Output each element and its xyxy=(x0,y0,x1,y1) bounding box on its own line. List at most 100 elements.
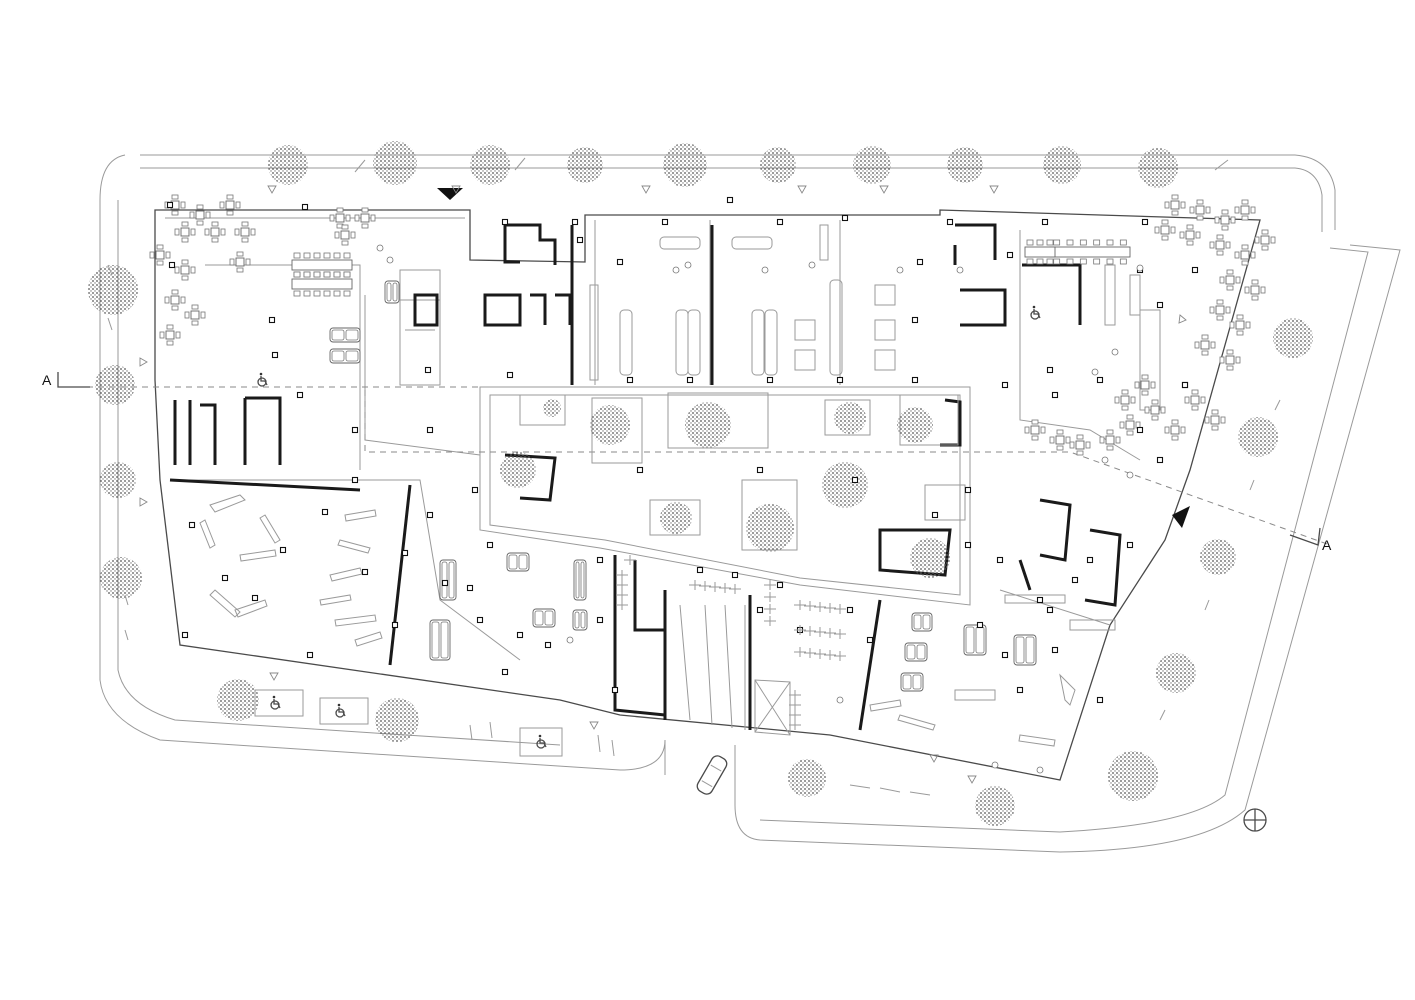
table-with-chairs xyxy=(1024,419,1046,441)
stool xyxy=(761,266,769,274)
walls xyxy=(169,223,1122,731)
booth xyxy=(911,612,933,632)
column xyxy=(911,316,919,324)
column xyxy=(964,541,972,549)
column xyxy=(996,556,1004,564)
table-with-chairs xyxy=(149,244,171,266)
column xyxy=(776,581,784,589)
column xyxy=(466,584,474,592)
table-with-chairs xyxy=(1164,419,1186,441)
table-with-chairs xyxy=(229,251,251,273)
column xyxy=(756,606,764,614)
booth xyxy=(1013,634,1037,666)
column xyxy=(271,351,279,359)
column xyxy=(501,668,509,676)
tree-icon xyxy=(975,786,1015,826)
column xyxy=(351,426,359,434)
column xyxy=(916,258,924,266)
column xyxy=(1051,646,1059,654)
booth xyxy=(572,609,588,631)
table-with-chairs xyxy=(1209,299,1231,321)
table-with-chairs xyxy=(189,204,211,226)
bicycle xyxy=(616,600,628,610)
column xyxy=(576,236,584,244)
tree-icon xyxy=(373,141,417,185)
table-with-chairs xyxy=(1244,279,1266,301)
table-with-chairs xyxy=(1114,389,1136,411)
column xyxy=(1126,541,1134,549)
column xyxy=(1096,696,1104,704)
table-with-chairs xyxy=(1219,349,1241,371)
column xyxy=(911,376,919,384)
bicycle xyxy=(789,700,801,710)
column xyxy=(726,196,734,204)
column xyxy=(1036,596,1044,604)
tree-icon xyxy=(685,402,731,448)
bicycle xyxy=(624,555,636,565)
column xyxy=(766,376,774,384)
booth xyxy=(573,559,587,601)
accessible-parking xyxy=(254,305,1041,757)
table-with-chairs xyxy=(1194,334,1216,356)
column xyxy=(1156,301,1164,309)
planters xyxy=(519,392,966,551)
table-with-chairs xyxy=(1069,434,1091,456)
column xyxy=(168,261,176,269)
column xyxy=(391,621,399,629)
tree-icon xyxy=(947,147,983,183)
tree-icon xyxy=(543,399,561,417)
section-mark-west: A xyxy=(42,372,52,388)
table-with-chairs xyxy=(1049,239,1131,265)
table-with-chairs xyxy=(1229,314,1251,336)
stools xyxy=(376,244,1144,774)
bicycle xyxy=(834,651,846,661)
stool xyxy=(1126,471,1134,479)
tree-icon xyxy=(470,145,510,185)
stool xyxy=(684,261,692,269)
bicycle xyxy=(824,628,836,638)
bicycle-racks xyxy=(616,555,846,730)
tree-icon xyxy=(822,462,868,508)
section-mark-east: A xyxy=(1322,537,1332,553)
table-with-chairs xyxy=(1184,389,1206,411)
column xyxy=(1046,366,1054,374)
table-with-chairs xyxy=(234,221,256,243)
stool xyxy=(672,266,680,274)
table-with-chairs xyxy=(1209,234,1231,256)
bicycle xyxy=(764,616,776,626)
column xyxy=(976,621,984,629)
tree-icon xyxy=(834,402,866,434)
table-with-chairs xyxy=(334,224,356,246)
accessible-parking-icon xyxy=(536,734,547,749)
column xyxy=(301,203,309,211)
column xyxy=(1041,218,1049,226)
column xyxy=(731,571,739,579)
booth xyxy=(329,348,361,364)
tree-icon xyxy=(1108,751,1158,801)
column xyxy=(596,556,604,564)
column xyxy=(361,568,369,576)
column xyxy=(268,316,276,324)
tree-icon xyxy=(1043,146,1081,184)
table-with-chairs xyxy=(184,304,206,326)
column xyxy=(279,546,287,554)
bicycle xyxy=(789,720,801,730)
car-ramp xyxy=(679,604,791,736)
tree-icon xyxy=(910,538,950,578)
bicycle xyxy=(804,626,816,636)
building-footprint xyxy=(154,209,1261,781)
table-with-chairs xyxy=(174,221,196,243)
bicycle xyxy=(834,629,846,639)
column xyxy=(1001,651,1009,659)
booth xyxy=(429,619,451,661)
tree-icon xyxy=(500,452,536,488)
table-with-chairs xyxy=(1119,414,1141,436)
column xyxy=(931,511,939,519)
table-with-chairs xyxy=(1234,244,1256,266)
column xyxy=(1156,456,1164,464)
table-with-chairs xyxy=(1049,429,1071,451)
bicycle xyxy=(834,604,846,614)
table-with-chairs xyxy=(291,252,353,278)
table-with-chairs xyxy=(219,194,241,216)
tree-icon xyxy=(788,759,826,797)
